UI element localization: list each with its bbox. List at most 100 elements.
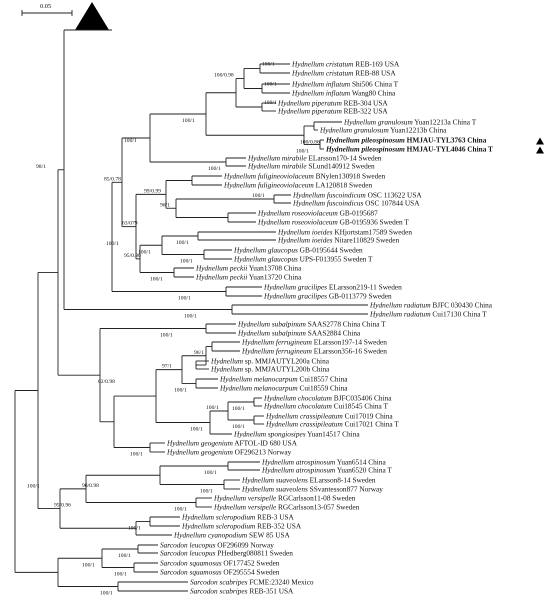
leaf-label: Hydnellum granulosum Yuan12213a China T	[343, 118, 477, 127]
support-value: 100/1	[232, 406, 245, 412]
support-value: 95/0.86	[124, 253, 141, 259]
support-value: 100/1	[232, 424, 245, 430]
leaf-label: Hydnellum cristatum REB-169 USA	[291, 60, 400, 69]
leaf-label: Hydnellum sp. MMJAUTYL200a China	[210, 357, 330, 366]
support-value: 100/1	[208, 166, 221, 172]
leaf-label: Hydnellum ioeides KHjortstam17589 Sweden	[277, 228, 412, 237]
leaf-label: Hydnellum roseoviolaceum GB-0195936 Swed…	[257, 218, 409, 227]
leaf-label: Sarcodon squamosus OF295554 Sweden	[160, 568, 280, 577]
support-values: 100/1 100/1 100/0.98 100/1 100/1 100/0.86 100/…	[27, 62, 320, 597]
leaf-label: Hydnellum ioeides Nitare110829 Sweden	[277, 236, 399, 245]
support-value: 100/1	[124, 138, 137, 144]
support-value: 100/1	[262, 62, 275, 68]
support-value: 100/1	[206, 405, 219, 411]
support-value: 100/1	[100, 591, 113, 597]
leaf-label: Hydnellum melanocarpum Cui18559 China	[219, 384, 348, 393]
leaf-label: Sarcodon leucopus PHedberg080811 Sweden	[160, 549, 293, 558]
tree-branches	[14, 29, 368, 592]
support-value: 100/1	[264, 100, 277, 106]
support-value: 100/1	[180, 259, 193, 265]
leaf-label: Hydnellum melanocarpum Cui18557 China	[219, 375, 348, 384]
support-value: 98/1	[36, 164, 46, 170]
leaf-label: Hydnellum radiatum BJFC 030430 China	[369, 301, 493, 310]
support-value: 100/1	[190, 427, 203, 433]
leaf-label: Sarcodon scabripes REB-351 USA	[190, 587, 294, 596]
leaf-label: Hydnellum piperatum REB-322 USA	[277, 107, 388, 116]
leaf-label: Hydnellum suaveolens ELarsson8-14 Sweden	[241, 476, 376, 485]
leaf-label: Hydnellum mirabile ELarsson170-14 Sweden	[247, 154, 382, 163]
leaf-label: Hydnellum subalpinum SAAS2884 China	[237, 329, 361, 338]
leaf-label: Hydnellum fuligineoviolaceum BNylen13091…	[223, 172, 385, 181]
leaf-label: Hydnellum gracilipes ELarsson219-11 Swed…	[263, 283, 402, 292]
support-value: 100/1	[174, 388, 187, 394]
support-value: 100/1	[200, 489, 213, 495]
leaf-labels: Hydnellum cristatum REB-169 USAHydnellum…	[160, 60, 544, 596]
leaf-label: Hydnellum radiatum Cui17130 China T	[369, 310, 487, 319]
leaf-label: Hydnellum versipelle RGCarlsson11-08 Swe…	[213, 494, 356, 503]
support-value: 100/1	[178, 296, 191, 302]
support-value: 100/1	[118, 553, 131, 559]
scale-bar-label: 0.05	[40, 3, 51, 10]
leaf-label: Sarcodon leucopus OF296099 Norway	[160, 541, 274, 550]
support-value: 100/1	[138, 249, 151, 255]
leaf-label: Hydnellum fuscoindicus OSC 107844 USA	[292, 199, 420, 208]
support-value: 100/0.86	[300, 139, 320, 145]
support-value: 100/1	[182, 118, 195, 124]
leaf-label: Hydnellum scleropodium REB-352 USA	[181, 522, 302, 531]
support-value: 96/0.98	[82, 483, 99, 489]
leaf-label: Hydnellum geogenium OF296213 Norway	[166, 448, 292, 457]
support-value: 62/0.98	[98, 379, 115, 385]
support-value: 100/1	[130, 452, 143, 458]
leaf-label: Hydnellum ferrugineum ELarsson356-16 Swe…	[241, 347, 387, 356]
leaf-label: Hydnellum gracilipes GB-0113779 Sweden	[263, 292, 392, 301]
leaf-label: Hydnellum chocolatum Cui18545 China T	[263, 402, 388, 411]
leaf-label: Hydnellum fuscoindicum OSC 113622 USA	[292, 191, 422, 200]
leaf-label: Hydnellum peckii Yuan13708 China	[195, 264, 302, 273]
support-value: 100/1	[150, 277, 163, 283]
support-value: 97/1	[162, 364, 172, 370]
leaf-label: Hydnellum versipelle RGCarlsson13-057 Sw…	[213, 503, 360, 512]
support-value: 100/1	[27, 483, 40, 489]
support-value: 95/0.96	[54, 503, 71, 509]
support-value: 100/1	[82, 562, 95, 568]
support-value: 99/0.99	[144, 188, 161, 194]
support-value: 100/1	[106, 241, 119, 247]
new-species-marker-icon	[536, 146, 544, 154]
new-species-marker-icon	[536, 137, 544, 145]
leaf-label: Hydnellum atrospinosum Yuan6520 China T	[261, 466, 392, 475]
support-value: 100/1	[128, 526, 141, 532]
support-value: 100/1	[114, 572, 127, 578]
leaf-label: Hydnellum pileospinosum HMJAU-TYL3763 Ch…	[325, 136, 487, 145]
leaf-label: Hydnellum pileospinosum HMJAU-TYL4046 Ch…	[325, 145, 493, 154]
support-value: 63/079	[122, 221, 138, 227]
leaf-label: Hydnellum glaucopus GB-0195644 Sweden	[233, 246, 363, 255]
support-value: 100/1	[174, 507, 187, 513]
leaf-label: Hydnellum cyanopodium SEW 85 USA	[173, 531, 291, 540]
leaf-label: Hydnellum chocolatum BJFC035406 China	[263, 394, 392, 403]
leaf-label: Sarcodon squamosus OF177452 Sweden	[160, 559, 280, 568]
leaf-label: Hydnellum subalpinum SAAS2778 China Chin…	[237, 320, 386, 329]
support-value: 100/1	[296, 149, 309, 155]
leaf-label: Hydnellum scleropodium REB-3 USA	[181, 513, 295, 522]
support-value: 100/0.98	[214, 73, 234, 79]
support-value: 96/1	[160, 202, 170, 208]
support-value: 96/1	[194, 350, 204, 356]
leaf-label: Hydnellum piperatum REB-304 USA	[277, 99, 388, 108]
leaf-label: Hydnellum cristatum REB-88 USA	[291, 69, 396, 78]
support-value: 100/1	[176, 240, 189, 246]
leaf-label: Hydnellum mirabile SLund140912 Sweden	[247, 162, 375, 171]
support-value: 85/0.78	[104, 176, 121, 182]
leaf-label: Hydnellum geogenium AFTOL-ID 680 USA	[166, 439, 298, 448]
support-value: 100/1	[160, 333, 173, 339]
support-value: 100/1	[252, 193, 265, 199]
leaf-label: Hydnellum inflatum Wang80 China	[291, 89, 396, 98]
leaf-label: Hydnellum peckii Yuan13720 China	[195, 273, 302, 282]
leaf-label: Hydnellum inflatum Shi506 China T	[291, 80, 399, 89]
leaf-label: Hydnellum fuligineoviolaceum LA120818 Sw…	[223, 181, 373, 190]
leaf-label: Hydnellum crassipileatum Cui17019 China	[265, 412, 393, 421]
collapsed-clade-triangle	[75, 2, 109, 30]
support-value: 100/1	[184, 314, 197, 320]
leaf-label: Hydnellum glaucopus UPS-F013955 Sweden T	[233, 255, 373, 264]
support-value: 100/1	[264, 82, 277, 88]
